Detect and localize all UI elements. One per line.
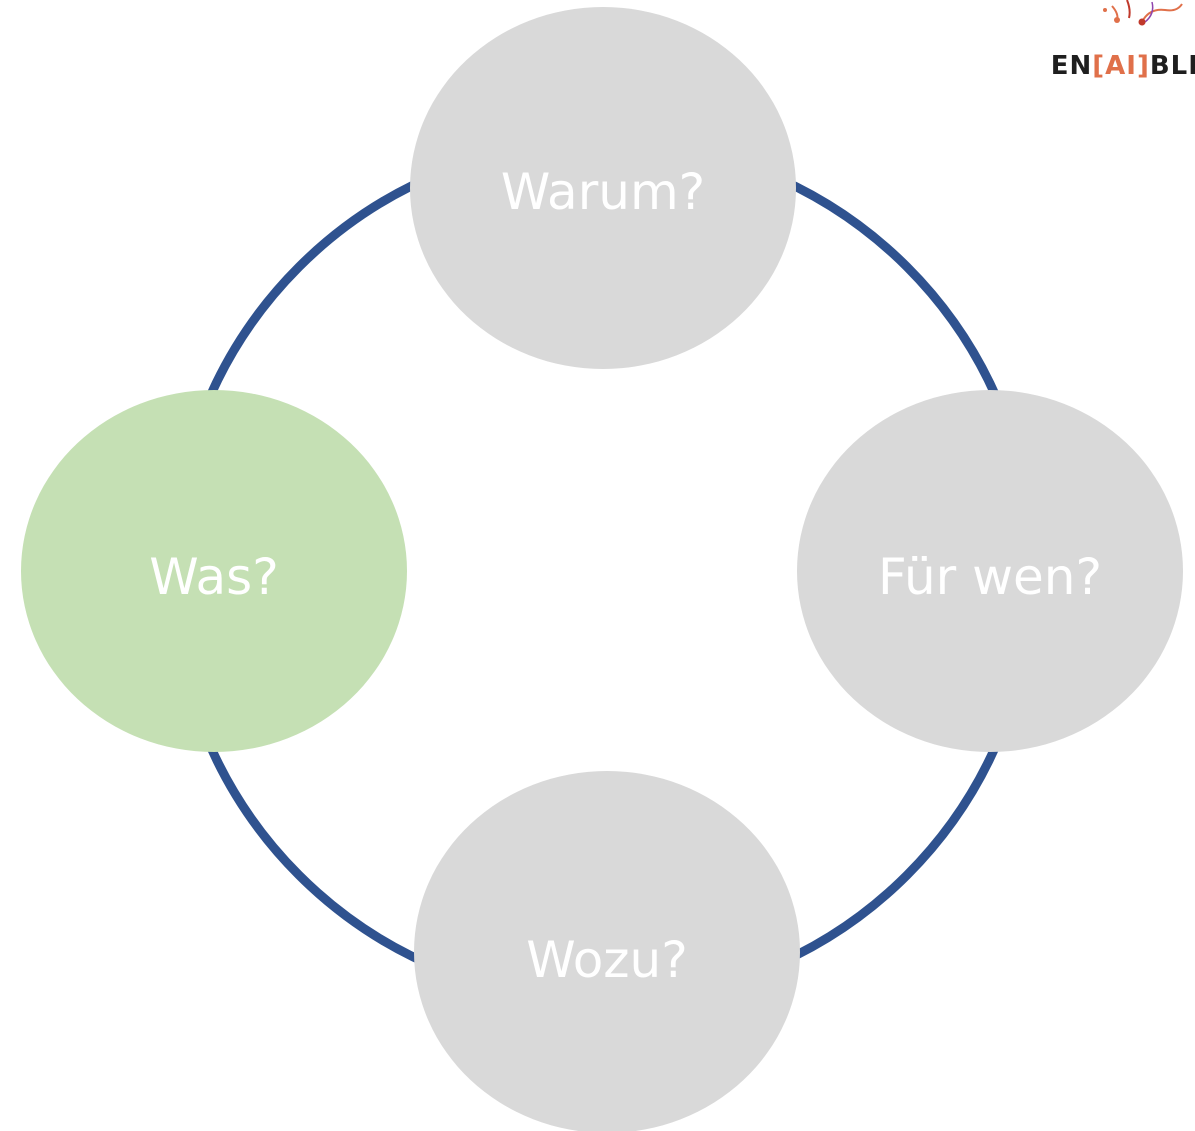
node-was: Was?: [21, 390, 407, 752]
node-was-circle: [21, 390, 407, 752]
node-fuer-wen: Für wen?: [797, 390, 1183, 752]
node-wozu: Wozu?: [414, 771, 800, 1131]
node-warum-circle: [410, 7, 796, 369]
node-wozu-circle: [414, 771, 800, 1131]
logo-text-ble: BLE: [1149, 51, 1195, 81]
node-fuer-wen-circle: [797, 390, 1183, 752]
logo-wordmark: EN[AI]BLE: [1051, 51, 1195, 81]
logo-text-en: EN: [1050, 51, 1093, 81]
logo-text-ai: [AI]: [1092, 51, 1150, 81]
enaible-logo: EN[AI]BLE: [1051, 0, 1195, 100]
node-warum-label: Warum?: [501, 163, 705, 221]
node-was-label: Was?: [149, 548, 278, 606]
node-warum: Warum?: [410, 7, 796, 369]
node-wozu-label: Wozu?: [526, 931, 688, 989]
node-fuer-wen-label: Für wen?: [878, 548, 1102, 606]
logo-network-icon: [1103, 0, 1183, 26]
